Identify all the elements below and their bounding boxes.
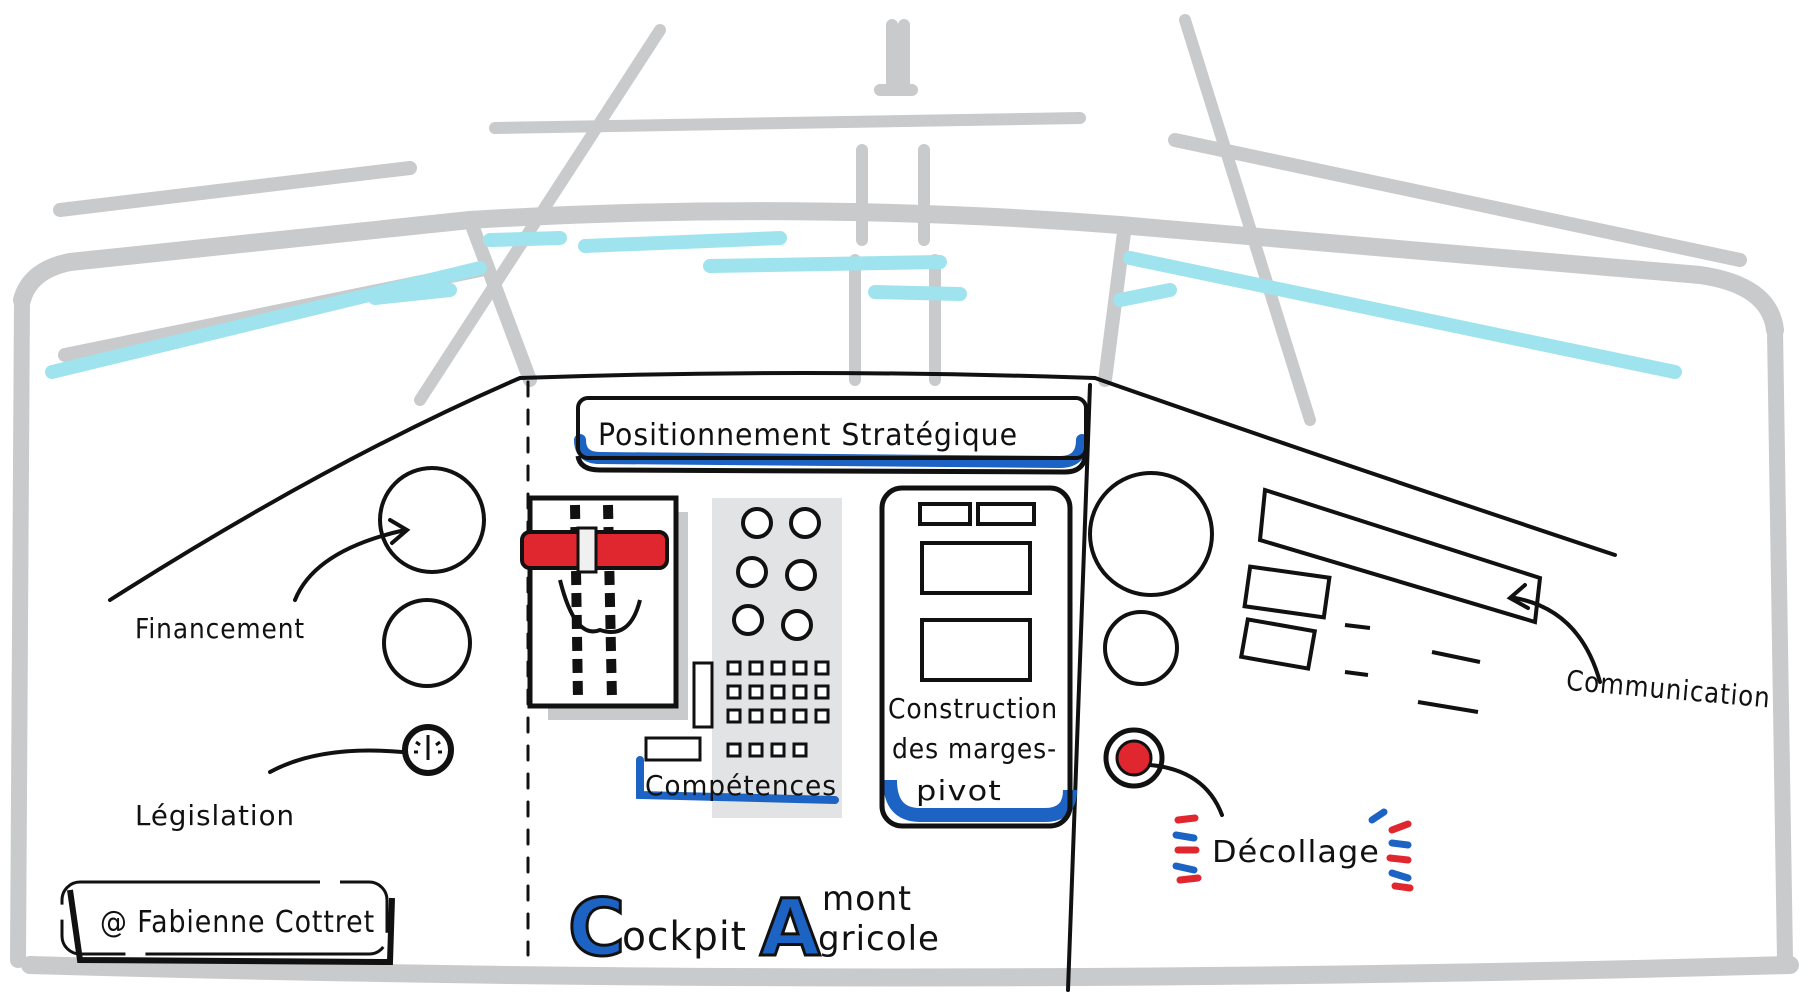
clock-gauge-icon [405,727,451,773]
title-gricole: gricole [818,919,940,959]
competences-label: Compétences [645,769,837,802]
takeoff-button-icon [1106,730,1162,786]
construction-label-3: pivot [916,774,1002,807]
communication-label: Communication [1565,664,1772,715]
financement-annotation: Financement [135,520,407,645]
right-lower-gauge-icon [1105,612,1177,684]
title-letter-c: C [568,884,625,974]
legislation-annotation: Législation [135,751,402,832]
throttle-panel [522,498,688,720]
construction-label-2: des marges- [892,732,1057,765]
decollage-label: Décollage [1212,835,1380,870]
title-ockpit: ockpit [622,914,747,960]
construction-label-1: Construction [888,692,1058,725]
title-mont: mont [822,879,912,919]
decollage-annotation: Décollage [1150,765,1410,888]
left-gauges [380,468,484,773]
right-upper-gauge-icon [1090,473,1212,595]
financement-label: Financement [135,612,305,645]
title: C ockpit A mont gricole [568,879,940,974]
signature-label: @ Fabienne Cottret [100,905,375,940]
construction-panel: Construction des marges- pivot [882,488,1070,826]
right-gauges [1090,473,1212,684]
signature-box: @ Fabienne Cottret [62,882,392,962]
communication-screen [1241,490,1540,712]
financement-gauge-icon [380,468,484,572]
positionnement-label: Positionnement Stratégique [598,418,1018,453]
communication-annotation: Communication [1510,585,1772,715]
positionnement-banner: Positionnement Stratégique [578,398,1086,472]
legislation-label: Législation [135,799,295,832]
lower-gauge-icon [384,600,470,686]
title-letter-a: A [760,884,820,974]
